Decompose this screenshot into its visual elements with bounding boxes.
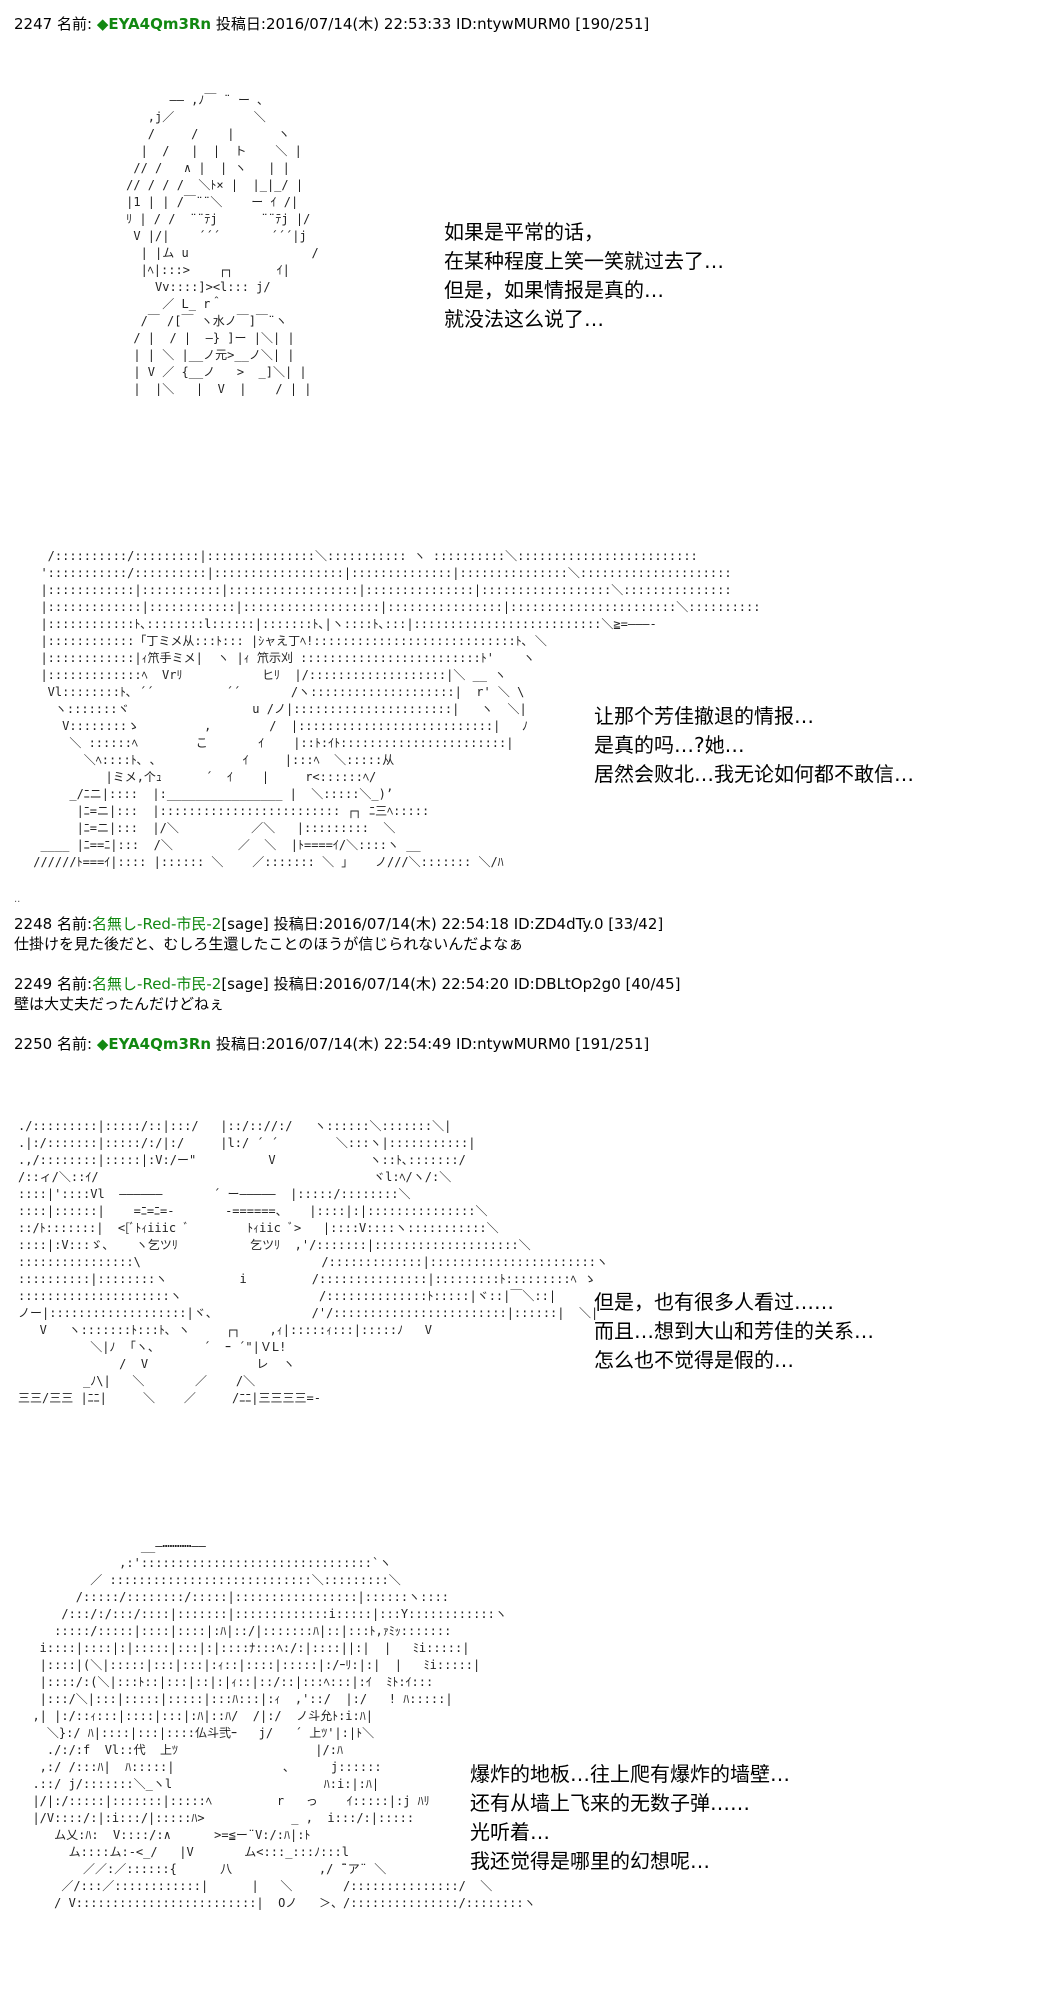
post-body: 壁は大丈夫だったんだけどねぇ — [14, 995, 225, 1013]
post-number[interactable]: 2249 — [14, 975, 53, 993]
post-count: [190/251] — [575, 15, 650, 33]
caption-line: 而且…想到大山和芳佳的关系… — [594, 1319, 874, 1343]
poster-mail: [sage] — [221, 915, 269, 933]
post-count: [33/42] — [608, 915, 664, 933]
post-datetime: 2016/07/14(木) 22:54:20 — [323, 975, 509, 993]
dialogue-caption: 但是，也有很多人看过…… 而且…想到大山和芳佳的关系… 怎么也不觉得是假的… — [594, 1288, 874, 1375]
caption-line: 但是，也有很多人看过…… — [594, 1290, 834, 1314]
name-label: 名前: — [56, 915, 93, 933]
post-header: 2247 名前: ◆EYA4Qm3Rn 投稿日:2016/07/14(木) 22… — [14, 14, 649, 34]
caption-line: 怎么也不觉得是假的… — [594, 1348, 794, 1372]
post-header: 2248 名前:名無し-Red-市民-2[sage] 投稿日:2016/07/1… — [14, 914, 663, 934]
post-header: 2249 名前:名無し-Red-市民-2[sage] 投稿日:2016/07/1… — [14, 974, 680, 994]
post-datetime: 2016/07/14(木) 22:54:49 — [265, 1035, 452, 1053]
caption-line: 是真的吗…?她… — [594, 733, 745, 757]
caption-line: 但是，如果情报是真的… — [444, 278, 664, 302]
poster-id[interactable]: ID:ntywMURM0 — [456, 1035, 571, 1053]
ascii-art-panel: /::::::::::/:::::::::|:::::::::::::::＼::… — [33, 549, 761, 869]
caption-line: 居然会败北…我无论如何都不敢信… — [594, 762, 914, 786]
poster-trip: ◆EYA4Qm3Rn — [96, 15, 212, 33]
ascii-art-panel: __―┅┅┅┅―― ,:':::::::::::::::::::::::::::… — [32, 1539, 536, 1910]
poster-mail: [sage] — [221, 975, 269, 993]
poster-id[interactable]: ID:DBLtOp2g0 — [513, 975, 621, 993]
caption-line: 我还觉得是哪里的幻想呢… — [470, 1849, 710, 1873]
name-label: 名前: — [56, 1035, 93, 1053]
caption-line: 在某种程度上笑一笑就过去了… — [444, 249, 724, 273]
post-number[interactable]: 2250 — [14, 1035, 53, 1053]
post-body: 仕掛けを見た後だと、むしろ生還したことのほうが信じられないんだよなぁ — [14, 935, 524, 953]
ascii-art-panel: ―― ,ﾉ￣ ¨ ー ､ ,j／ ＼ / / | ヽ | / | | ト ＼ |… — [126, 93, 319, 396]
caption-line: 就没法这么说了… — [444, 307, 604, 331]
separator-dot: .. — [14, 894, 21, 905]
dialogue-caption: 爆炸的地板…往上爬有爆炸的墙壁… 还有从墙上飞来的无数子弹…… 光听着… 我还觉… — [470, 1760, 790, 1876]
post-datetime: 2016/07/14(木) 22:53:33 — [265, 15, 452, 33]
date-label: 投稿日: — [273, 975, 324, 993]
poster-trip: ◆EYA4Qm3Rn — [96, 1035, 212, 1053]
caption-line: 还有从墙上飞来的无数子弹…… — [470, 1791, 750, 1815]
post-number[interactable]: 2248 — [14, 915, 53, 933]
caption-line: 光听着… — [470, 1820, 550, 1844]
date-label: 投稿日: — [215, 1035, 266, 1053]
post-count: [191/251] — [575, 1035, 650, 1053]
ascii-art-panel: ./:::::::::|:::::/::|:::/ |::/:://:/ ヽ::… — [18, 1119, 608, 1405]
poster-name: 名無し-Red-市民-2 — [92, 975, 222, 993]
date-label: 投稿日: — [215, 15, 266, 33]
post-header: 2250 名前: ◆EYA4Qm3Rn 投稿日:2016/07/14(木) 22… — [14, 1034, 649, 1054]
caption-line: 让那个芳佳撤退的情报… — [594, 704, 814, 728]
dialogue-caption: 如果是平常的话， 在某种程度上笑一笑就过去了… 但是，如果情报是真的… 就没法这… — [444, 218, 724, 334]
date-label: 投稿日: — [273, 915, 324, 933]
name-label: 名前: — [56, 15, 93, 33]
caption-line: 爆炸的地板…往上爬有爆炸的墙壁… — [470, 1762, 790, 1786]
caption-line: 如果是平常的话， — [444, 220, 604, 244]
post-number[interactable]: 2247 — [14, 15, 53, 33]
poster-id[interactable]: ID:ZD4dTy.0 — [513, 915, 604, 933]
dialogue-caption: 让那个芳佳撤退的情报… 是真的吗…?她… 居然会败北…我无论如何都不敢信… — [594, 702, 914, 789]
post-count: [40/45] — [625, 975, 681, 993]
poster-name: 名無し-Red-市民-2 — [92, 915, 222, 933]
poster-id[interactable]: ID:ntywMURM0 — [456, 15, 571, 33]
name-label: 名前: — [56, 975, 93, 993]
post-datetime: 2016/07/14(木) 22:54:18 — [323, 915, 509, 933]
